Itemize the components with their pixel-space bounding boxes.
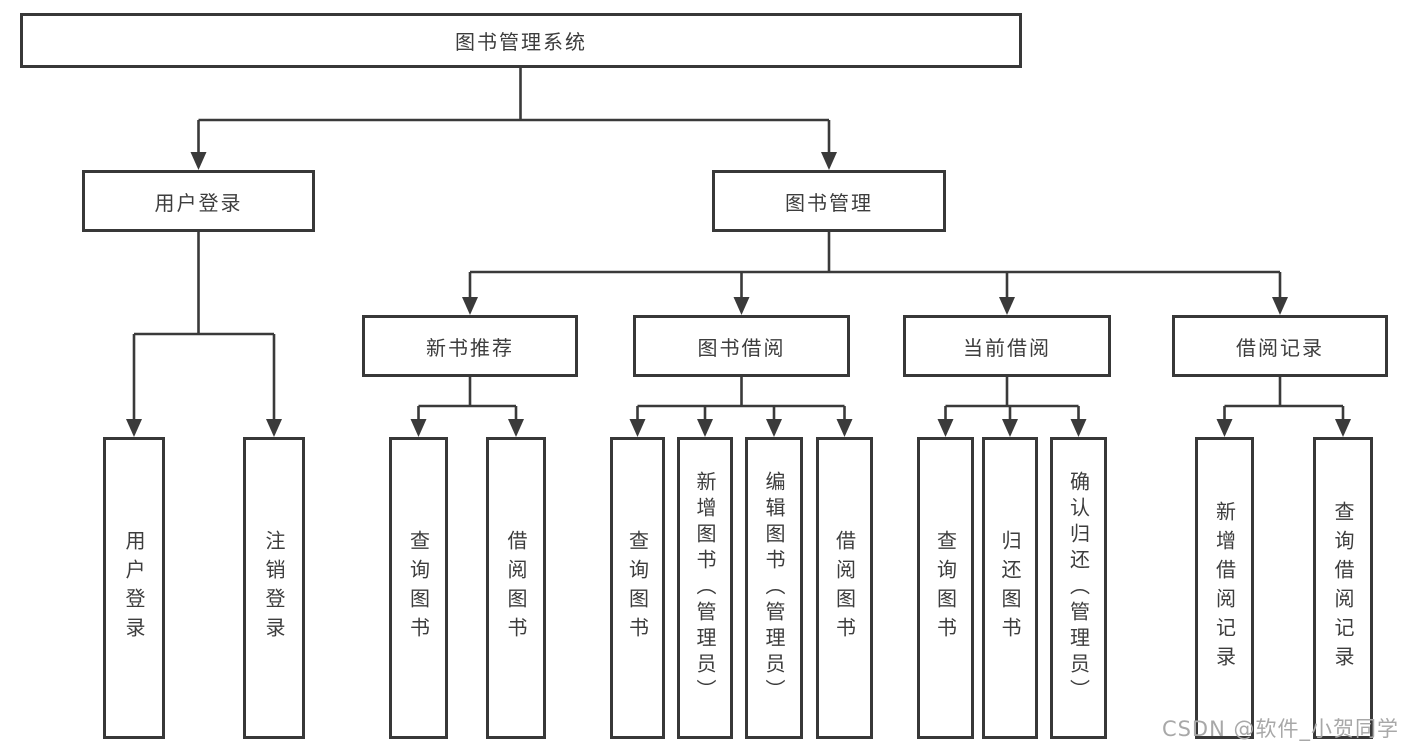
node-borrow-records-label: 借阅记录 bbox=[1236, 335, 1324, 360]
leaf-query-books-current: 查询图书 bbox=[917, 437, 974, 739]
csdn-watermark: CSDN @软件_小贺同学 bbox=[1161, 717, 1399, 741]
node-current-borrow-label: 当前借阅 bbox=[963, 335, 1051, 360]
leaf-return-books-label: 归还图书 bbox=[998, 530, 1022, 646]
node-book-management: 图书管理 bbox=[712, 170, 946, 232]
leaf-return-books: 归还图书 bbox=[982, 437, 1038, 739]
leaf-borrow-books-newbook: 借阅图书 bbox=[486, 437, 546, 739]
leaf-query-borrow-record-label: 查询借阅记录 bbox=[1331, 501, 1355, 675]
leaf-query-books-borrow: 查询图书 bbox=[610, 437, 665, 739]
leaf-user-login-label: 用户登录 bbox=[122, 530, 146, 646]
leaf-borrow-books-label: 借阅图书 bbox=[832, 530, 857, 646]
node-user-login: 用户登录 bbox=[82, 170, 315, 232]
node-new-book-recommend: 新书推荐 bbox=[362, 315, 578, 377]
node-root-library-system: 图书管理系统 bbox=[20, 13, 1022, 68]
leaf-add-borrow-record-label: 新增借阅记录 bbox=[1212, 501, 1237, 675]
leaf-confirm-return-admin-label: 确认归还（管理员） bbox=[1066, 471, 1091, 705]
leaf-user-login: 用户登录 bbox=[103, 437, 165, 739]
node-book-borrow-label: 图书借阅 bbox=[697, 335, 786, 360]
leaf-edit-book-admin: 编辑图书（管理员） bbox=[745, 437, 803, 739]
node-current-borrow: 当前借阅 bbox=[903, 315, 1111, 377]
leaf-confirm-return-admin: 确认归还（管理员） bbox=[1050, 437, 1107, 739]
leaf-query-books-newbook: 查询图书 bbox=[389, 437, 448, 739]
leaf-add-book-admin: 新增图书（管理员） bbox=[677, 437, 733, 739]
node-borrow-records: 借阅记录 bbox=[1172, 315, 1388, 377]
node-root-label: 图书管理系统 bbox=[455, 30, 587, 54]
leaf-query-books-newbook-label: 查询图书 bbox=[406, 530, 431, 646]
leaf-add-book-admin-label: 新增图书（管理员） bbox=[693, 471, 717, 705]
node-book-borrow: 图书借阅 bbox=[633, 315, 850, 377]
leaf-borrow-books-newbook-label: 借阅图书 bbox=[504, 530, 528, 646]
leaf-edit-book-admin-label: 编辑图书（管理员） bbox=[762, 471, 786, 705]
leaf-add-borrow-record: 新增借阅记录 bbox=[1195, 437, 1254, 739]
leaf-logout-label: 注销登录 bbox=[262, 530, 286, 646]
leaf-query-books-borrow-label: 查询图书 bbox=[625, 530, 650, 646]
node-book-management-label: 图书管理 bbox=[785, 190, 873, 215]
leaf-query-books-current-label: 查询图书 bbox=[933, 530, 958, 646]
leaf-borrow-books: 借阅图书 bbox=[816, 437, 873, 739]
node-user-login-label: 用户登录 bbox=[154, 190, 243, 215]
leaf-query-borrow-record: 查询借阅记录 bbox=[1313, 437, 1373, 739]
node-new-book-recommend-label: 新书推荐 bbox=[426, 335, 514, 360]
leaf-logout: 注销登录 bbox=[243, 437, 305, 739]
